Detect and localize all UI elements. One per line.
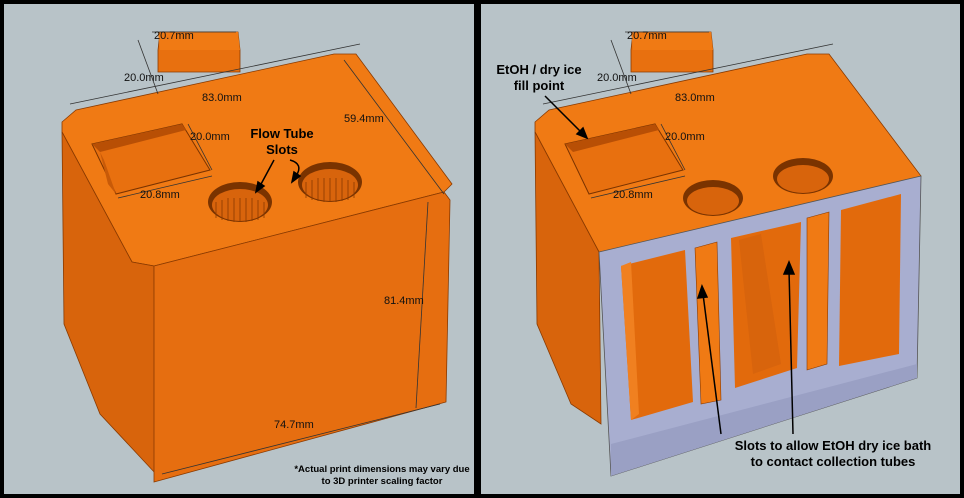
flow-tube-hole-1 — [683, 180, 743, 216]
block-front-face — [153, 191, 451, 483]
left-model-svg: 20.7mm 20.0mm 83.0mm 59.4mm 20.0mm 20.8m… — [61, 30, 470, 487]
cutaway-interior — [598, 175, 922, 477]
dim-port-width: 20.8mm — [613, 189, 653, 201]
fill-point-arrow — [544, 95, 589, 140]
flow-tube-hole-2 — [773, 158, 833, 194]
right-model-svg: 20.7mm 20.0mm 83.0mm 20.0mm 20.8mm EtOH … — [496, 30, 932, 477]
dim-width: 83.0mm — [675, 92, 715, 104]
dim-bottom-width: 74.7mm — [274, 419, 314, 431]
slots-arrows — [696, 260, 796, 435]
dimension-lines — [69, 31, 445, 475]
dim-port-width: 20.8mm — [140, 189, 180, 201]
dim-port-depth: 20.0mm — [665, 131, 705, 143]
dimension-lines — [542, 31, 834, 199]
flow-tube-hole-2 — [298, 162, 362, 202]
fill-port-recess — [564, 123, 684, 195]
flow-tube-label-line1: Flow Tube — [250, 126, 313, 141]
scaling-note-line1: *Actual print dimensions may vary due — [294, 464, 469, 475]
dim-port-depth: 20.0mm — [190, 131, 230, 143]
panel-right-cutaway-view: 20.7mm 20.0mm 83.0mm 20.0mm 20.8mm EtOH … — [481, 4, 960, 494]
scaling-note-line2: to 3D printer scaling factor — [322, 476, 443, 487]
panel-left-exterior-view: 20.7mm 20.0mm 83.0mm 59.4mm 20.0mm 20.8m… — [4, 4, 474, 494]
dim-tab-width: 20.7mm — [154, 30, 194, 42]
top-tab — [157, 31, 241, 73]
dim-tab-depth: 20.0mm — [124, 72, 164, 84]
slots-label-line2: to contact collection tubes — [751, 454, 916, 469]
slots-label-line1: Slots to allow EtOH dry ice bath — [735, 438, 932, 453]
flow-tube-arrows — [254, 159, 302, 194]
dim-width: 83.0mm — [202, 92, 242, 104]
block-left-face — [534, 131, 602, 425]
dim-tab-width: 20.7mm — [627, 30, 667, 42]
dim-height: 81.4mm — [384, 295, 424, 307]
fill-point-label-line1: EtOH / dry ice — [496, 62, 581, 77]
flow-tube-label-line2: Slots — [266, 142, 298, 157]
dim-tab-depth: 20.0mm — [597, 72, 637, 84]
fill-point-label-line2: fill point — [514, 78, 565, 93]
fill-port-recess — [91, 123, 211, 195]
dim-depth: 59.4mm — [344, 113, 384, 125]
